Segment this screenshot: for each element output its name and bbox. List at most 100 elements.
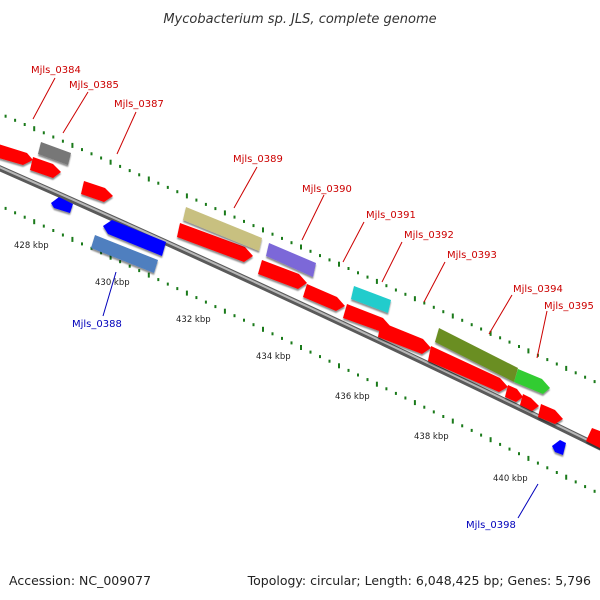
outer-major-tick — [147, 176, 150, 182]
outer-minor-tick — [508, 340, 511, 344]
outer-minor-tick — [81, 148, 83, 152]
outer-major-tick — [489, 330, 492, 336]
feature-mjls-0388[interactable] — [91, 235, 158, 273]
outer-minor-tick — [90, 152, 93, 156]
inner-minor-tick — [176, 287, 179, 291]
gene-label-mjls-0385[interactable]: Mjls_0385 — [69, 80, 119, 91]
gene-label-mjls-0387[interactable]: Mjls_0387 — [114, 99, 164, 110]
accession-text: Accession: NC_009077 — [9, 573, 151, 588]
feature-mjls-0383[interactable] — [0, 143, 33, 165]
inner-minor-tick — [357, 373, 359, 377]
inner-minor-tick — [574, 480, 577, 484]
feature-mjls-0387[interactable] — [81, 181, 113, 202]
outer-major-tick — [375, 278, 378, 284]
inner-minor-tick — [290, 341, 293, 345]
feature-mjls-0387r[interactable] — [103, 220, 166, 256]
gene-label-mjls-0398[interactable]: Mjls_0398 — [466, 520, 516, 531]
inner-minor-tick — [394, 391, 397, 395]
inner-major-tick — [413, 400, 416, 406]
outer-minor-tick — [470, 323, 473, 327]
feature-mjls-0394-cds[interactable] — [505, 385, 523, 402]
gene-label-mjls-0394[interactable]: Mjls_0394 — [513, 284, 563, 295]
inner-minor-tick — [23, 215, 26, 219]
gene-label-mjls-0390[interactable]: Mjls_0390 — [302, 184, 352, 195]
feature-mjls-0399-cds[interactable] — [586, 428, 600, 450]
inner-major-tick — [565, 474, 568, 480]
feature-mjls-0385[interactable] — [30, 157, 61, 178]
outer-major-tick — [451, 313, 454, 319]
feature-mjls-0389-cds[interactable] — [177, 223, 253, 262]
inner-minor-tick — [499, 442, 502, 446]
outer-minor-tick — [499, 336, 502, 340]
feature-mjls-0398[interactable] — [552, 440, 566, 455]
outer-minor-tick — [290, 241, 293, 245]
inner-minor-tick — [508, 447, 511, 451]
inner-minor-tick — [166, 282, 169, 286]
inner-minor-tick — [90, 246, 93, 250]
gene-label-mjls-0384[interactable]: Mjls_0384 — [31, 65, 81, 76]
outer-minor-tick — [214, 207, 217, 211]
feature-mjls-0391-cds[interactable] — [343, 304, 391, 332]
outer-minor-tick — [23, 123, 26, 126]
gene-label-mjls-0389[interactable]: Mjls_0389 — [233, 154, 283, 165]
feature-mjls-0390-cds[interactable] — [258, 260, 307, 289]
outer-minor-tick — [546, 358, 549, 362]
outer-minor-tick — [61, 139, 64, 143]
inner-minor-tick — [243, 318, 245, 322]
inner-minor-tick — [319, 355, 321, 359]
inner-minor-tick — [128, 264, 131, 268]
inner-minor-tick — [119, 260, 122, 264]
outer-minor-tick — [480, 327, 483, 331]
outer-minor-tick — [357, 271, 359, 275]
inner-minor-tick — [366, 378, 369, 382]
inner-minor-tick — [214, 305, 217, 309]
inner-minor-tick — [4, 206, 7, 210]
inner-major-tick — [71, 236, 74, 242]
outer-minor-tick — [555, 362, 558, 366]
feature-mjls-0390b-cds[interactable] — [303, 284, 345, 311]
gene-label-mjls-0392[interactable]: Mjls_0392 — [404, 230, 454, 241]
feature-mjls-0393-cds[interactable] — [428, 346, 508, 392]
inner-minor-tick — [14, 211, 17, 215]
inner-major-tick — [185, 290, 188, 296]
outer-minor-tick — [243, 219, 245, 223]
feature-mjls-0396-cds[interactable] — [538, 404, 563, 424]
inner-minor-tick — [195, 296, 198, 300]
inner-tick-track — [4, 206, 596, 493]
feature-mjls-0391[interactable] — [351, 286, 391, 313]
outer-minor-tick — [195, 198, 198, 202]
outer-minor-tick — [366, 275, 369, 279]
inner-minor-tick — [138, 269, 141, 273]
inner-minor-tick — [204, 300, 207, 304]
gene-label-mjls-0391[interactable]: Mjls_0391 — [366, 210, 416, 221]
outer-minor-tick — [518, 345, 520, 348]
inner-minor-tick — [271, 332, 274, 336]
inner-major-tick — [300, 345, 302, 350]
inner-minor-tick — [347, 368, 350, 372]
gene-labels: Mjls_0384 Mjls_0385 Mjls_0387 Mjls_0389 … — [31, 65, 594, 531]
outer-minor-tick — [328, 258, 331, 262]
gene-label-mjls-0388[interactable]: Mjls_0388 — [72, 319, 122, 330]
feature-mjls-0390[interactable] — [266, 243, 316, 277]
feature-mjls-0394[interactable] — [435, 328, 518, 382]
feature-mjls-0392-cds[interactable] — [378, 322, 431, 354]
inner-major-tick — [489, 437, 492, 443]
outer-minor-tick — [404, 292, 407, 296]
inner-minor-tick — [584, 485, 587, 489]
gene-label-mjls-0393[interactable]: Mjls_0393 — [447, 250, 497, 261]
outer-minor-tick — [166, 185, 169, 189]
inner-minor-tick — [461, 424, 464, 428]
feature-mjls-0389[interactable] — [183, 207, 262, 251]
outer-major-tick — [33, 126, 36, 132]
feature-mjls-0395-cds[interactable] — [520, 394, 539, 411]
feature-mjls-0386[interactable] — [51, 197, 73, 213]
feature-mjls-0395[interactable] — [514, 369, 550, 394]
outer-major-tick — [109, 159, 112, 165]
outer-minor-tick — [128, 169, 131, 173]
outer-minor-tick — [423, 301, 426, 305]
outer-minor-tick — [52, 135, 55, 139]
gene-label-mjls-0395[interactable]: Mjls_0395 — [544, 301, 594, 312]
outer-major-tick — [71, 142, 74, 148]
feature-mjls-0384[interactable] — [38, 142, 71, 165]
